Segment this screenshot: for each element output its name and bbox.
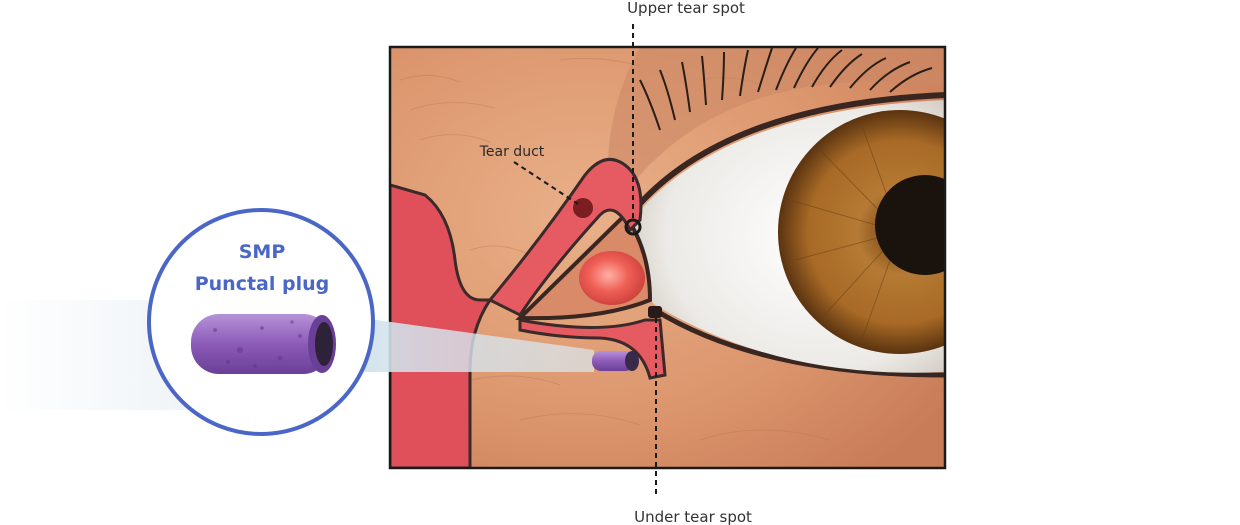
- tear-duct-leader: [513, 161, 579, 205]
- under-tear-spot-label: Under tear spot: [634, 508, 752, 525]
- punctal-plug-callout: SMP Punctal plug: [147, 208, 375, 436]
- tear-duct-dot: [573, 198, 593, 218]
- tear-duct-label: Tear duct: [479, 144, 545, 160]
- callout-title-line1: SMP: [239, 241, 286, 263]
- eye-illustration: [390, 47, 945, 468]
- upper-punctum: [624, 218, 642, 236]
- lower-canaliculus: [518, 318, 667, 380]
- magnified-plug: [191, 314, 336, 374]
- caruncle: [579, 251, 645, 305]
- upper-canaliculus: [487, 157, 643, 317]
- illustration-frame: [388, 45, 947, 470]
- magnification-beam: [318, 312, 594, 372]
- inserted-plug: [592, 351, 639, 371]
- iris: [778, 110, 945, 354]
- lower-punctum: [648, 306, 662, 318]
- callout-title-line2: Punctal plug: [195, 273, 330, 295]
- upper-tear-spot-label: Upper tear spot: [627, 0, 745, 17]
- pupil: [875, 175, 945, 275]
- eyelashes: [639, 47, 933, 131]
